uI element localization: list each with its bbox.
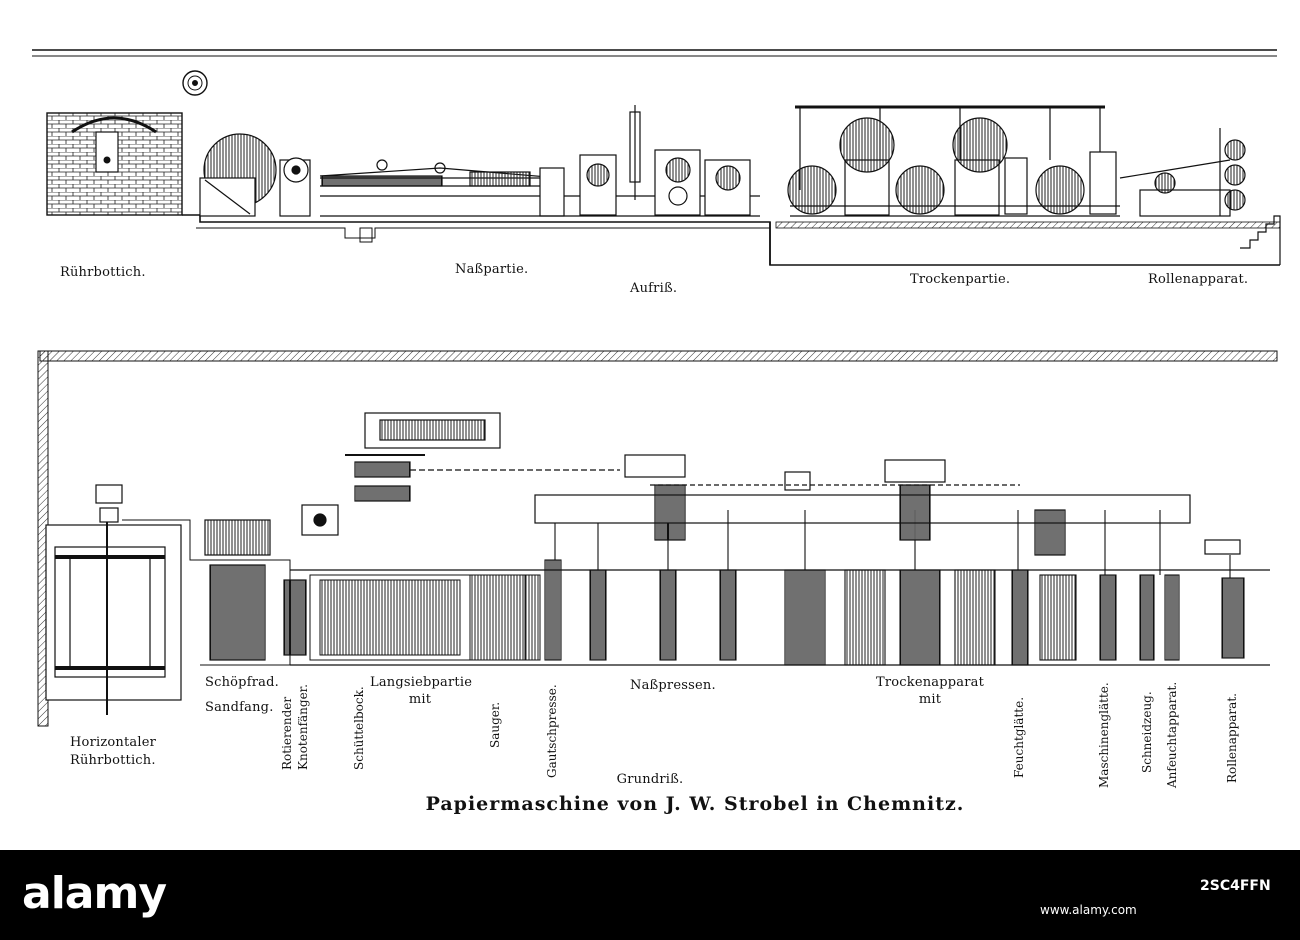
paper-machine-illustration [32, 49, 1281, 727]
label-feuchtglaette: Feuchtglätte. [1012, 696, 1026, 778]
label-horizontaler: Horizontaler [70, 735, 157, 750]
label-sandfang: Sandfang. [205, 700, 274, 715]
label-schoepfrad: Schöpfrad. [205, 675, 279, 690]
elevation-view [32, 49, 1281, 266]
image-code: 2SC4FFN [1200, 878, 1271, 894]
label-rollenapparat-plan: Rollenapparat. [1225, 693, 1239, 783]
label-schneidzeug: Schneidzeug. [1140, 691, 1154, 773]
label-trockenapparat: Trockenapparat [875, 675, 985, 690]
label-gautschpresse: Gautschpresse. [545, 684, 559, 778]
label-rotierender: Rotierender [280, 696, 294, 770]
label-nasspartie: Naßpartie. [455, 262, 529, 277]
plate-title: Papiermaschine von J. W. Strobel in Chem… [425, 793, 965, 815]
label-trockenpartie: Trockenpartie. [910, 272, 1011, 287]
plan-view [37, 350, 1278, 727]
svg-text:alamy: alamy [22, 868, 166, 918]
label-horizontaler-ruehrbottich: Rührbottich. [70, 753, 156, 768]
label-grundriss: Grundriß. [616, 772, 684, 787]
label-trockenapparat-mit: mit [918, 692, 942, 707]
watermark-site: www.alamy.com [1040, 903, 1137, 917]
label-langsiebpartie-mit: mit [408, 692, 432, 707]
watermark-strip [0, 850, 1300, 940]
label-ruehrbottich: Rührbottich. [60, 265, 146, 280]
engraving-plate: Rührbottich. Naßpartie. Aufriß. Trockenp… [32, 49, 1281, 815]
label-langsiebpartie: Langsiebpartie [370, 675, 473, 690]
label-anfeuchtapparat: Anfeuchtapparat. [1165, 681, 1179, 788]
alamy-logo: alamy [22, 868, 167, 918]
label-aufriss: Aufriß. [630, 281, 678, 296]
label-rollenapparat-top: Rollenapparat. [1148, 272, 1249, 287]
label-knotenfaenger: Knotenfänger. [296, 684, 310, 770]
label-nasspressen: Naßpressen. [630, 678, 716, 693]
label-schuettelbock: Schüttelbock. [352, 686, 366, 770]
label-sauger: Sauger. [488, 701, 502, 748]
label-maschinenglaette: Maschinenglätte. [1097, 682, 1111, 788]
